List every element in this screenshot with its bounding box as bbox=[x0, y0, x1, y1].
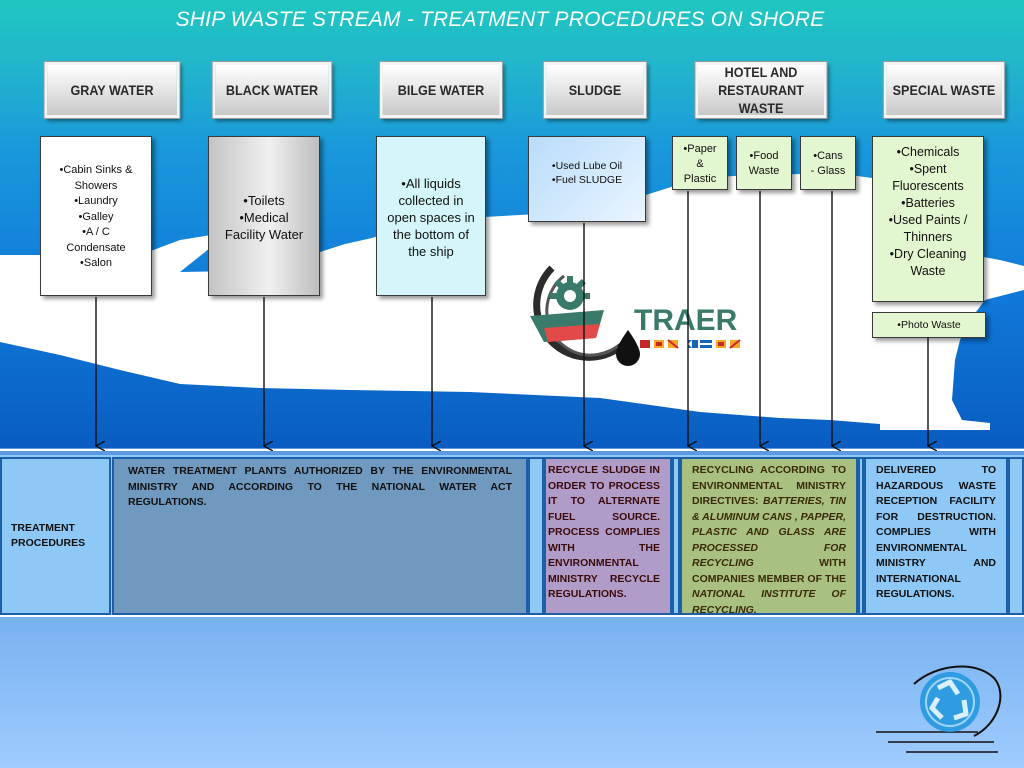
source-item: Showers bbox=[74, 179, 118, 192]
category-black-water: BLACK WATER bbox=[211, 61, 333, 119]
source-item: •Batteries bbox=[901, 196, 955, 210]
source-item: •Used Lube Oil bbox=[551, 160, 623, 172]
source-item: •Medical bbox=[239, 210, 289, 225]
source-item: •Used Paints / bbox=[888, 213, 968, 227]
source-item: •Cans bbox=[813, 150, 843, 162]
cans-glass-sources: •Cans - Glass bbox=[800, 136, 856, 190]
source-item: Condensate bbox=[66, 241, 126, 254]
emblem-swirl bbox=[913, 665, 1002, 737]
source-item: •Dry Cleaning bbox=[889, 247, 967, 261]
divider-bottom bbox=[0, 615, 1024, 617]
sludge-sources: •Used Lube Oil •Fuel SLUDGE bbox=[528, 136, 646, 222]
logo-text: TRAER bbox=[634, 304, 738, 337]
source-item: •Galley bbox=[78, 210, 114, 223]
source-item: •Food bbox=[749, 150, 779, 162]
source-item: Fluorescents bbox=[892, 179, 964, 193]
water-treatment-cell: WATER TREATMENT PLANTS AUTHORIZED BY THE… bbox=[112, 457, 528, 615]
spacer-cell bbox=[528, 457, 544, 615]
divider-top bbox=[0, 449, 1024, 451]
category-gray-water: GRAY WATER bbox=[43, 61, 181, 119]
source-item: •All liquids bbox=[401, 176, 461, 191]
category-special-waste: SPECIAL WASTE bbox=[882, 61, 1006, 119]
recycling-treatment-cell: RECYCLING ACCORDING TO ENVIRONMENTAL MIN… bbox=[680, 457, 858, 616]
photo-waste-source: •Photo Waste bbox=[872, 312, 986, 338]
source-item: •Toilets bbox=[243, 193, 285, 208]
source-item: •Paper bbox=[683, 143, 717, 155]
recycling-text-b: BATTERIES, TIN & ALUMINUM CANS , PAPPER,… bbox=[692, 495, 847, 569]
black-water-sources: •Toilets •Medical Facility Water bbox=[208, 136, 320, 296]
gray-water-sources: •Cabin Sinks & Showers •Laundry •Galley … bbox=[40, 136, 152, 296]
paper-plastic-sources: •Paper & Plastic bbox=[672, 136, 728, 190]
spacer-cell bbox=[1008, 457, 1024, 615]
source-item: the ship bbox=[408, 244, 454, 259]
category-hotel-line1: HOTEL AND bbox=[724, 64, 798, 80]
spacer-cell bbox=[858, 457, 864, 615]
ship-hull bbox=[0, 174, 1024, 430]
source-item: •Spent bbox=[909, 162, 947, 176]
flow-arrows bbox=[0, 191, 1024, 460]
source-item: •A / C bbox=[82, 226, 110, 238]
source-item: & bbox=[696, 158, 704, 170]
treatment-label-line1: TREATMENT bbox=[11, 522, 75, 534]
source-item: •Fuel SLUDGE bbox=[551, 174, 623, 186]
bilge-water-sources: •All liquids collected in open spaces in… bbox=[376, 136, 486, 296]
category-hotel-restaurant-waste: HOTEL AND RESTAURANT WASTE bbox=[694, 61, 828, 119]
source-item: Thinners bbox=[903, 230, 953, 244]
source-item: •Chemicals bbox=[896, 145, 960, 159]
source-item: Plastic bbox=[683, 173, 717, 185]
gear-icon bbox=[550, 276, 590, 310]
recycle-emblem bbox=[876, 665, 1002, 753]
recycling-text-a: RECYCLING ACCORDING TO ENVIRONMENTAL MIN… bbox=[692, 464, 846, 507]
traer-logo: TRAER bbox=[530, 265, 741, 366]
oil-drop-icon bbox=[616, 330, 640, 366]
source-item: Waste bbox=[748, 165, 780, 177]
source-item: the bottom of bbox=[393, 227, 469, 242]
source-item: •Cabin Sinks & bbox=[59, 164, 133, 176]
category-hotel-line2: RESTAURANT WASTE bbox=[718, 82, 804, 116]
treatment-label-line2: PROCEDURES bbox=[11, 537, 86, 549]
spacer-cell bbox=[672, 457, 680, 615]
treatment-label: TREATMENT PROCEDURES bbox=[0, 457, 111, 615]
source-item: •Laundry bbox=[74, 195, 118, 207]
logo-ship-stripe bbox=[544, 324, 600, 342]
logo-swirl bbox=[533, 265, 629, 361]
source-item: Facility Water bbox=[224, 227, 304, 242]
sludge-treatment-cell: RECYCLE SLUDGE IN ORDER TO PROCESS IT TO… bbox=[544, 457, 672, 615]
signal-flags-icon bbox=[640, 339, 741, 349]
recycling-text-c: WITH COMPANIES MEMBER OF THE bbox=[692, 557, 846, 585]
hazardous-treatment-cell: DELIVERED TO HAZARDOUS WASTE RECEPTION F… bbox=[864, 457, 1008, 615]
ship-silhouette bbox=[0, 0, 1024, 450]
recycling-text-d: NATIONAL INSTITUTE OF RECYCLING. bbox=[692, 588, 846, 616]
category-sludge: SLUDGE bbox=[542, 61, 648, 119]
page-title: SHIP WASTE STREAM - TREATMENT PROCEDURES… bbox=[175, 8, 825, 31]
recycle-icon bbox=[920, 672, 980, 732]
source-item: Waste bbox=[910, 264, 946, 278]
food-waste-sources: •Food Waste bbox=[736, 136, 792, 190]
source-item: open spaces in bbox=[387, 210, 475, 225]
source-item: •Salon bbox=[80, 257, 112, 269]
source-item: collected in bbox=[398, 193, 464, 208]
category-bilge-water: BILGE WATER bbox=[378, 61, 504, 119]
special-waste-sources: •Chemicals •Spent Fluorescents •Batterie… bbox=[872, 136, 984, 302]
source-item: - Glass bbox=[810, 165, 846, 177]
